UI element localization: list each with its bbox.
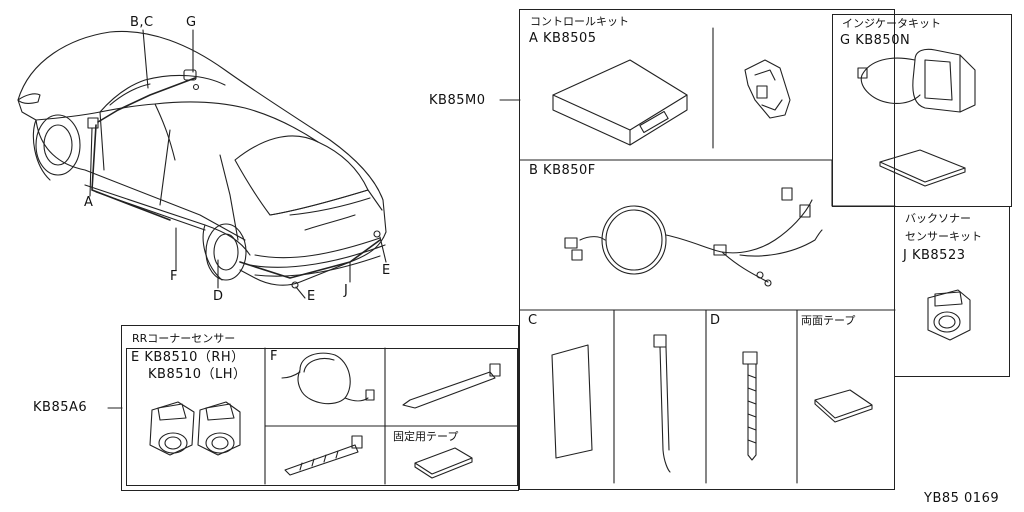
short-clip-drawing [284,435,363,476]
back-sonar-frame [894,206,1010,377]
pad-c-drawing [551,344,593,459]
callout-f: F [170,269,178,284]
callout-d: D [213,289,224,304]
corner-kit-title: RRコーナーセンサー [132,332,236,345]
indicator-kit-title: インジケータキット [842,17,941,30]
back-sonar-part: J KB8523 [903,248,966,263]
back-sonar-drawing [927,289,971,341]
control-kit-title: コントロールキット [530,15,629,28]
kit-code-kb85a6: KB85A6 [33,400,88,415]
corner-kit-inner-frame [126,348,518,486]
kit-code-kb85m0: KB85M0 [429,93,486,108]
back-sonar-title-2: センサーキット [905,230,982,243]
harness-part: B KB850F [529,163,596,178]
control-unit-drawing [552,59,688,146]
corner-kit-frame [121,325,519,491]
clip-d-drawing [742,351,758,461]
callout-e-right: E [382,263,391,278]
cell-label-d: D [710,313,721,328]
fixing-tape-label: 固定用テープ [393,430,459,443]
drawing-code: YB85 0169 [924,491,1000,506]
cell-label-tape: 両面テープ [801,314,856,327]
indicator-kit-part: G KB850N [840,33,911,48]
back-sonar-title-1: バックソナー [905,212,971,225]
callout-e-bottom: E [307,289,316,304]
callout-g: G [186,15,197,30]
fixing-tape-drawing [414,447,473,479]
corner-kit-label-f: F [270,349,278,364]
tie-strap-drawing [653,334,671,473]
corner-kit-part-lh: KB8510（LH） [148,367,247,382]
bracket-drawing [744,59,791,119]
control-kit-part: A KB8505 [529,31,597,46]
callout-bc: B,C [130,15,154,30]
harness-drawing [564,187,823,287]
cell-label-c: C [528,313,538,328]
harness-f-drawing [281,352,375,405]
indicator-drawing [857,48,976,187]
tape-drawing [814,389,873,423]
long-strap-drawing [402,363,501,409]
car-illustration [17,29,387,299]
callout-j: J [344,283,349,298]
corner-kit-part-rh: E KB8510（RH） [131,350,245,365]
corner-sensor-drawing [149,401,241,456]
callout-a: A [84,195,94,210]
